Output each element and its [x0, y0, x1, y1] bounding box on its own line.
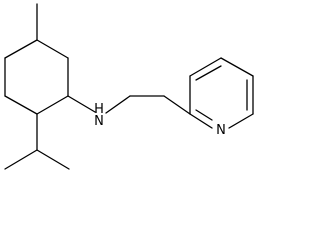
pyridine-bond	[189, 113, 213, 129]
nitrogen-to-ethyl-bond	[105, 95, 131, 114]
ring-bond	[36, 39, 69, 59]
isopropyl-methyl-bond	[36, 149, 70, 170]
pyridine-bond	[220, 57, 254, 77]
ethyl-to-pyridine-bond	[163, 95, 191, 115]
pyridine-bond	[189, 57, 222, 77]
pyridine-bond	[228, 113, 254, 129]
chemical-structure: N H N	[4, 3, 254, 170]
isopropyl-methyl-bond	[4, 149, 38, 170]
amine-n-label: N	[94, 114, 104, 129]
amine-label: N H	[94, 102, 104, 129]
isopropyl-group	[4, 113, 70, 170]
ring-bond	[4, 39, 38, 59]
pyridine-double-bond	[195, 109, 213, 121]
cyclohexane-ring	[4, 39, 69, 115]
ring-bond	[4, 95, 38, 115]
pyridine-double-bond	[195, 65, 222, 81]
amine-h-label: H	[94, 102, 104, 117]
pyridine-n-label: N	[216, 123, 226, 138]
ring-bond	[36, 95, 69, 115]
pyridine-ring	[189, 57, 254, 129]
ring-to-nitrogen-bond	[67, 95, 96, 113]
